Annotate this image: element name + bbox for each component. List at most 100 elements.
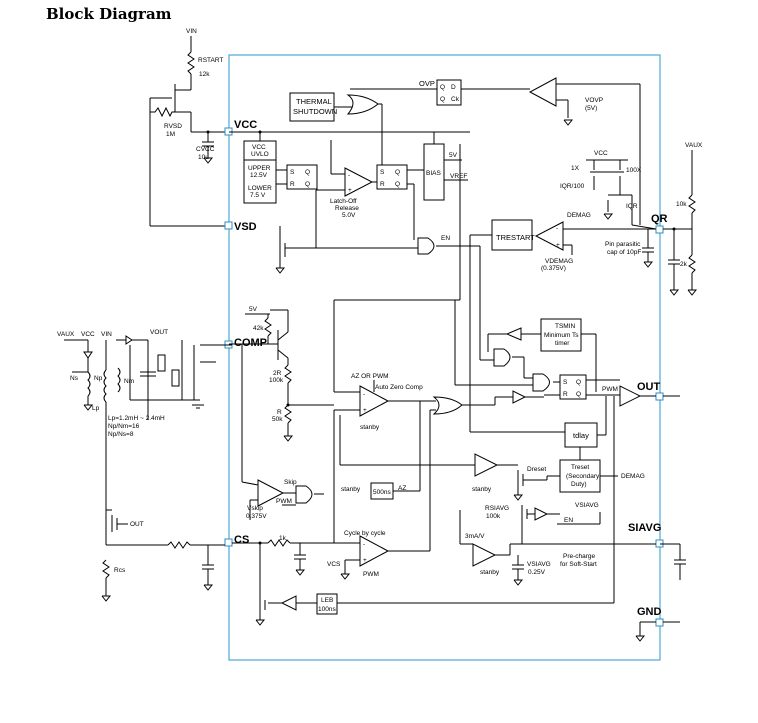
pin-qr-label: QR	[651, 213, 668, 225]
vaux-right-label: VAUX	[685, 142, 703, 149]
vin-top-label: VIN	[186, 28, 197, 35]
np-nm-ratio: Np/Nm=16	[108, 423, 140, 430]
bias-5v-label: 5V	[449, 152, 458, 159]
svg-text:Q: Q	[395, 169, 400, 176]
bias-block: BIAS 5V VREF	[229, 131, 470, 201]
leb-block: LEB 100ns	[255, 396, 615, 626]
stanby-label-3: stanby	[472, 486, 492, 493]
pin-gnd-label: GND	[637, 606, 662, 618]
rstart-label: RSTART	[198, 57, 223, 64]
pin-vcc: VCC	[224, 119, 257, 136]
svg-text:Q: Q	[576, 379, 581, 386]
svg-text:+: +	[348, 187, 352, 194]
auto-zero-comparator: - + AZ OR PWM Auto Zero Comp stanby	[333, 144, 461, 431]
enable-label: EN	[441, 235, 450, 242]
thermal-shutdown-block: THERMAL SHUTDOWN	[289, 92, 352, 122]
uvlo-lower-label: LOWER	[248, 185, 272, 192]
vsiavg-ref-label: VSIAVG	[527, 561, 551, 568]
mirror-vcc-label: VCC	[594, 150, 608, 157]
svg-text:+: +	[363, 557, 367, 564]
skip-label: Skip	[284, 479, 297, 486]
trestart-label: TRESTART	[496, 233, 535, 242]
shutdown-label: SHUTDOWN	[293, 107, 337, 116]
trestart-block: TRESTART	[469, 219, 535, 432]
tsmin-timer: timer	[555, 340, 570, 347]
svg-text:Q: Q	[576, 391, 581, 398]
svg-text:S: S	[290, 169, 295, 176]
gnd-symbol	[635, 635, 646, 642]
pin-out-label: OUT	[637, 381, 661, 393]
lp-value: Lp=1.2mH ~ 2.4mH	[108, 415, 165, 422]
svg-text:Q: Q	[395, 181, 400, 188]
ic-boundary	[228, 54, 661, 661]
pin-parasitic-label: Pin parasitic	[605, 241, 641, 248]
mirror-1x-label: 1X	[571, 165, 580, 172]
r2r-value: 100k	[269, 377, 284, 384]
rsiavg-label: RSIAVG	[485, 505, 509, 512]
external-mosfet: OUT Rcs	[101, 509, 225, 602]
tsmin-desc: Minimum Ts	[544, 332, 579, 339]
svg-text:-: -	[363, 391, 365, 398]
cvcc-value: 10u	[198, 154, 209, 161]
ext-vaux-label: VAUX	[57, 331, 75, 338]
az-delay-label: 500ns	[373, 489, 391, 496]
r1k-label: 1k	[279, 535, 287, 542]
treset-label: Treset	[571, 464, 589, 471]
pin-cs-label: CS	[234, 534, 249, 546]
siavg-switch-network: RSIAVG 100k VSIAVG EN	[485, 470, 601, 544]
ovp-label: OVP	[419, 79, 435, 88]
uvlo-title: VCC	[252, 144, 266, 151]
r10k-label: 10k	[676, 201, 687, 208]
svg-text:-: -	[348, 172, 350, 179]
cvcc-label: CVCC	[196, 146, 215, 153]
svg-text:D: D	[451, 84, 456, 91]
dreset-label: Dreset	[527, 466, 546, 473]
vdemag-value: (0.375V)	[541, 265, 566, 272]
uvlo-subtitle: UVLO	[251, 151, 269, 158]
pin-siavg: SIAVG	[628, 522, 664, 548]
tsmin-and-gate	[480, 348, 533, 379]
rcs-label: Rcs	[114, 567, 126, 574]
r42k-label: 42k	[253, 325, 264, 332]
pin-gnd: GND	[637, 606, 664, 627]
np-ns-ratio: Np/Ns=8	[108, 431, 134, 438]
external-power-stage: VAUX VCC VIN VOUT Ns Np Lp Nm	[57, 329, 232, 545]
treset-block: Treset (Secondary Duty) DEMAG Dreset	[527, 447, 645, 493]
pin-qr: QR	[651, 213, 668, 234]
rsiavg-value: 100k	[486, 513, 501, 520]
bias-label: BIAS	[426, 170, 441, 177]
cycle-by-cycle-comparator: - + Cycle by cycle VCS PWM	[327, 409, 436, 580]
skip-and-gate	[295, 485, 324, 504]
svg-text:-: -	[556, 225, 558, 232]
r-label: R	[277, 409, 282, 416]
vsiavg-label: VSIAVG	[575, 502, 599, 509]
leb-label: LEB	[321, 597, 333, 604]
uvlo-upper-label: UPPER	[248, 165, 271, 172]
gm-label: 3mA/V	[465, 533, 485, 540]
svg-text:S: S	[563, 379, 568, 386]
pin-vcc-label: VCC	[234, 119, 257, 131]
thermal-or-gate	[346, 94, 383, 171]
pwm-label-2: PWM	[276, 498, 292, 505]
tdlay-block: tdlay	[470, 396, 607, 448]
tsmin-label: TSMIN	[555, 323, 576, 330]
pin-comp: COMP	[224, 337, 267, 349]
latch-voltage: 5.0V	[342, 212, 356, 219]
mirror-iqr-ratio-label: IQR/100	[560, 183, 585, 190]
vskip-label: Vskip	[247, 505, 263, 512]
release-label: Release	[335, 205, 359, 212]
ext-vout-label: VOUT	[150, 329, 168, 336]
output-and-gate	[454, 300, 560, 392]
transconductance-amp: 3mA/V stanby VSIAVG 0.25V Pre-charge for…	[459, 510, 686, 586]
rstart-value: 12k	[199, 71, 210, 78]
bias-vref-label: VREF	[450, 173, 467, 180]
az-delay-block: stanby 500ns AZ	[341, 401, 421, 500]
mirror-100x-label: 100X	[626, 167, 642, 174]
pin-vsd: VSD	[224, 221, 257, 233]
demag-label: DEMAG	[567, 212, 591, 219]
svg-text:Q: Q	[305, 181, 310, 188]
svg-text:R: R	[290, 181, 295, 188]
